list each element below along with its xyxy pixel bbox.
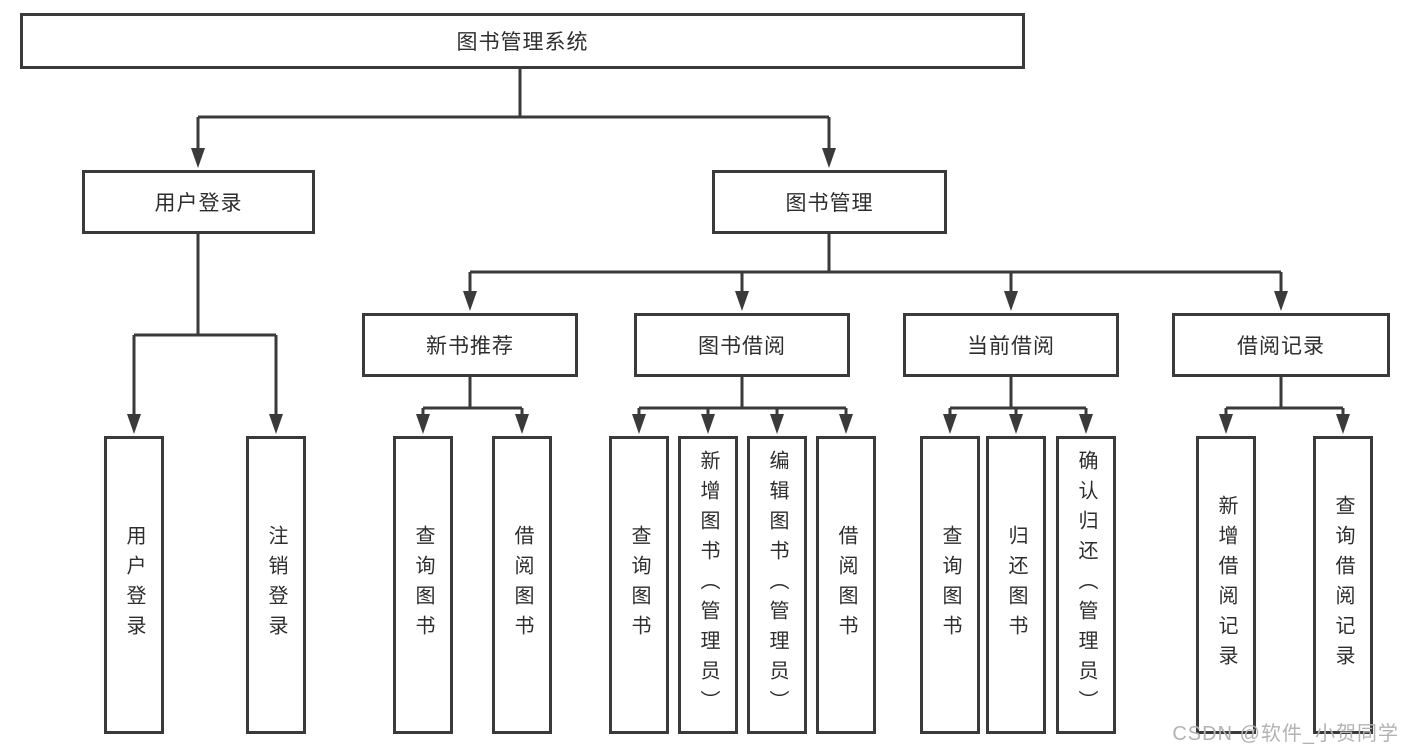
leaf-label: 归还图书 [1005, 525, 1027, 645]
node-new-book-recommendation: 新书推荐 [362, 313, 578, 377]
node-library-management-system: 图书管理系统 [20, 13, 1025, 69]
node-label: 新书推荐 [426, 335, 514, 358]
node-label: 借阅记录 [1237, 335, 1325, 358]
leaf-search-borrow-record: 查询借阅记录 [1313, 436, 1373, 734]
leaf-add-borrow-record: 新增借阅记录 [1196, 436, 1256, 734]
tree-edges [132, 69, 1345, 416]
node-label: 图书借阅 [698, 335, 786, 358]
leaf-search-books-borrowing: 查询图书 [609, 436, 669, 734]
node-book-borrowing: 图书借阅 [634, 313, 850, 377]
leaf-label: 编辑图书（管理员） [766, 450, 788, 720]
leaf-label: 查询借阅记录 [1332, 495, 1354, 675]
leaf-label: 确认归还（管理员） [1075, 450, 1097, 720]
leaf-edit-book-admin: 编辑图书（管理员） [747, 436, 807, 734]
node-book-management: 图书管理 [712, 170, 947, 234]
csdn-watermark: CSDN @软件_小贺同学 [1172, 723, 1399, 745]
leaf-user-login: 用户登录 [104, 436, 164, 734]
node-label: 当前借阅 [967, 335, 1055, 358]
leaf-add-book-admin: 新增图书（管理员） [678, 436, 738, 734]
leaf-label: 查询图书 [628, 525, 650, 645]
node-label: 图书管理 [785, 192, 874, 215]
node-label: 用户登录 [154, 192, 243, 215]
leaf-label: 新增图书（管理员） [697, 450, 719, 720]
leaf-borrow-books: 借阅图书 [816, 436, 876, 734]
leaf-search-books-current: 查询图书 [920, 436, 980, 734]
node-current-borrowing: 当前借阅 [903, 313, 1119, 377]
leaf-label: 注销登录 [265, 525, 287, 645]
leaf-label: 查询图书 [939, 525, 961, 645]
leaf-label: 借阅图书 [511, 525, 533, 645]
node-borrowing-records: 借阅记录 [1172, 313, 1390, 377]
leaf-return-books: 归还图书 [986, 436, 1046, 734]
leaf-label: 查询图书 [412, 525, 434, 645]
leaf-label: 借阅图书 [835, 525, 857, 645]
leaf-label: 用户登录 [123, 525, 145, 645]
node-label: 图书管理系统 [456, 31, 589, 54]
leaf-borrow-books-recommend: 借阅图书 [492, 436, 552, 734]
leaf-label: 新增借阅记录 [1215, 495, 1237, 675]
leaf-confirm-return-admin: 确认归还（管理员） [1056, 436, 1116, 734]
arrowheads [127, 148, 1350, 434]
leaf-logout-login: 注销登录 [246, 436, 306, 734]
node-user-login: 用户登录 [82, 170, 315, 234]
leaf-search-books-recommend: 查询图书 [393, 436, 453, 734]
